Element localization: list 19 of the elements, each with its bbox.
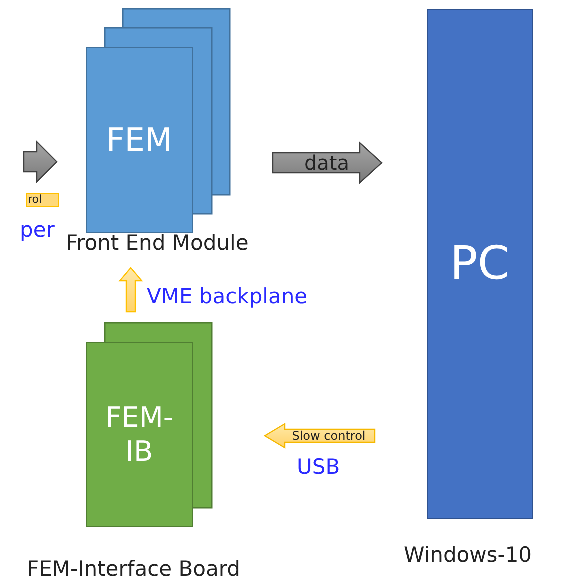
node-label: FEM	[106, 120, 173, 160]
pc-block	[427, 9, 533, 519]
node-caption: Front End Module	[66, 231, 249, 255]
node-label: FEM-IB	[104, 400, 175, 468]
node-caption: FEM-Interface Board	[27, 557, 240, 581]
tag-label: rol	[26, 193, 59, 207]
board-card	[86, 342, 193, 527]
edge-label: VME backplane	[147, 286, 308, 308]
node-label: PC	[450, 236, 510, 292]
node-caption: Windows-10	[404, 543, 532, 567]
block-arrow	[272, 142, 383, 184]
block-arrow	[23, 140, 58, 184]
edge-label: Slow control	[292, 430, 366, 442]
edge-label: data	[304, 153, 350, 173]
block-arrow	[264, 422, 376, 450]
block-arrow	[118, 267, 144, 313]
interface-label: USB	[297, 456, 340, 480]
module-card	[86, 47, 193, 233]
interface-label: per	[20, 219, 55, 242]
